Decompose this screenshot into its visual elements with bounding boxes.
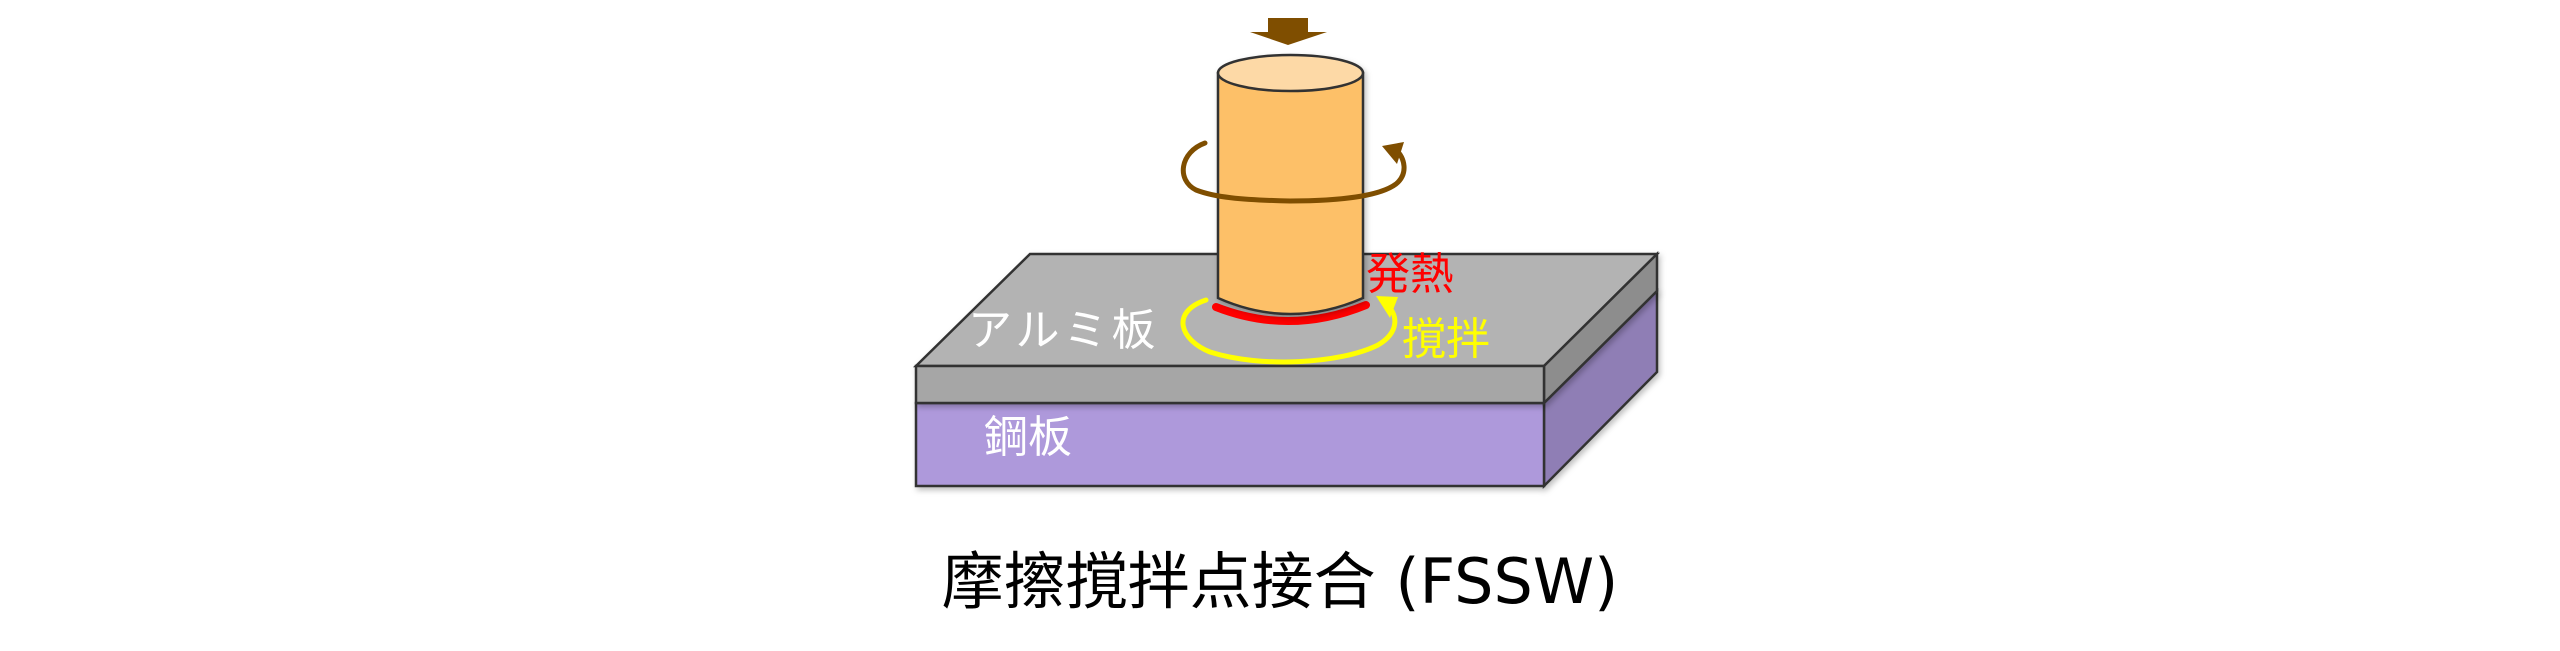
stir-arrow	[1180, 296, 1398, 365]
tool-top-face	[1216, 53, 1365, 93]
steel-plate-label: 鋼板	[984, 412, 1072, 463]
press-down-arrow-icon	[1250, 18, 1327, 45]
steel-plate	[914, 288, 1659, 490]
rotation-arrow	[1180, 140, 1407, 204]
stir-arrowhead-icon	[1376, 296, 1398, 318]
tool-body	[1216, 71, 1365, 316]
aluminum-plate-front	[914, 364, 1546, 405]
diagram-caption: 摩擦撹拌点接合 (FSSW)	[941, 545, 1619, 618]
aluminum-plate-label: アルミ板	[968, 305, 1160, 356]
heat-generation-label: 発熱	[1366, 249, 1454, 300]
rotation-arrowhead-icon	[1382, 142, 1404, 164]
stirring-label: 撹拌	[1402, 314, 1490, 365]
rotating-tool	[1216, 53, 1365, 316]
heat-band	[1212, 301, 1370, 325]
steel-plate-front	[914, 401, 1546, 488]
